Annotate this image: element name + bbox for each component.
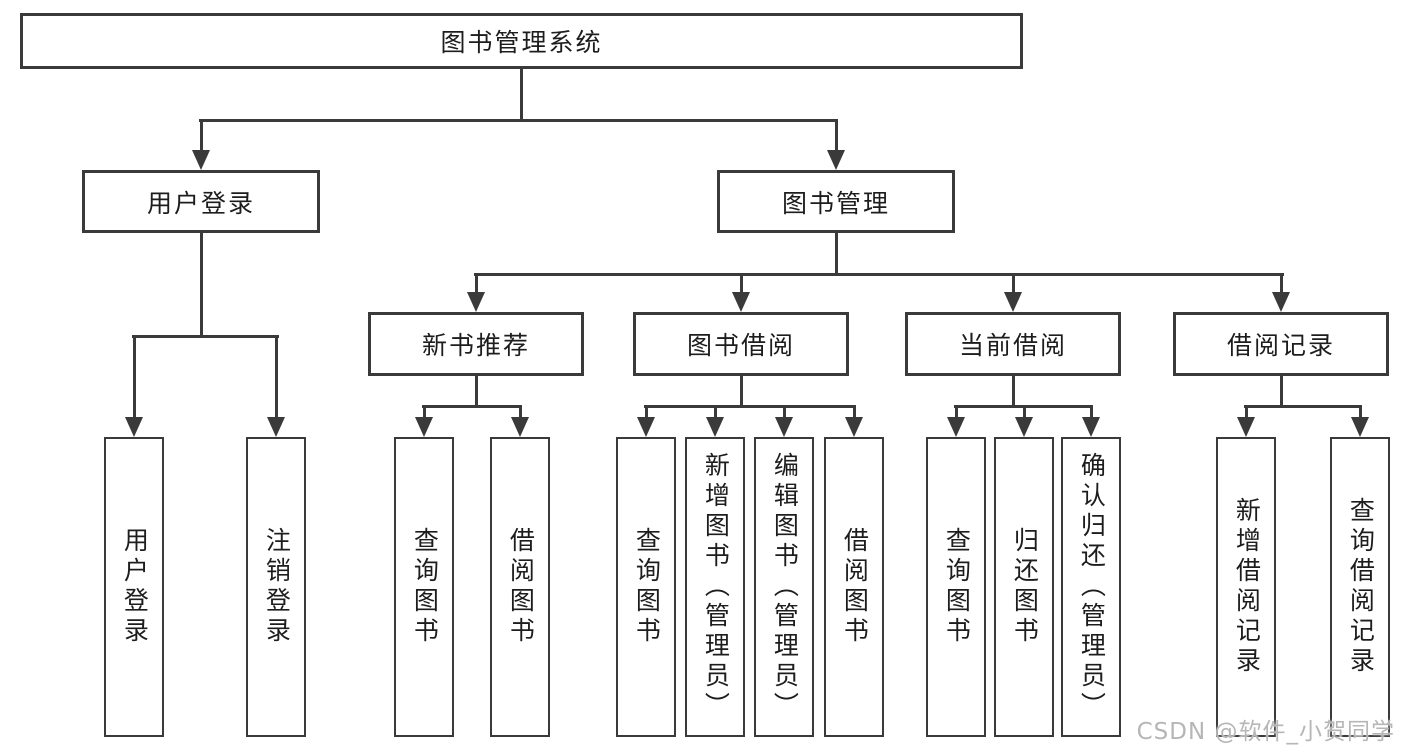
arrowhead-br-query-icon — [1351, 417, 1369, 437]
arrowhead-borrow-record-icon — [1272, 292, 1290, 312]
connector-arrow-bb-edit-shaft — [783, 405, 786, 419]
connector-arrow-leaf-login-shaft — [133, 335, 136, 419]
arrowhead-bb-query-icon — [637, 417, 655, 437]
leaf-borrow-books-recommend-label: 借阅图书 — [506, 527, 536, 647]
connector-level2-rail — [199, 119, 838, 122]
connector-arrow-br-query-shaft — [1359, 405, 1362, 419]
leaf-query-books-current: 查询图书 — [926, 437, 986, 737]
connector-arrow-bb-borrow-shaft — [853, 405, 856, 419]
connector-current-borrow-stub — [1012, 376, 1015, 407]
csdn-watermark: CSDN @软件_小贺同学 — [1136, 719, 1395, 745]
leaf-query-borrow-record: 查询借阅记录 — [1330, 437, 1390, 737]
connector-arrow-br-add-shaft — [1245, 405, 1248, 419]
node-book-management-label: 图书管理 — [781, 188, 890, 218]
node-root-system-label: 图书管理系统 — [440, 28, 603, 57]
arrowhead-book-mgmt-icon — [827, 150, 845, 170]
leaf-borrow-books-borrowing-label: 借阅图书 — [840, 527, 870, 647]
node-book-borrowing: 图书借阅 — [633, 312, 849, 376]
arrowhead-bb-borrow-icon — [845, 417, 863, 437]
connector-root-stub — [520, 68, 523, 120]
leaf-edit-book-admin: 编辑图书（管理员） — [754, 437, 814, 737]
leaf-query-books-recommend-label: 查询图书 — [410, 527, 440, 647]
leaf-query-books-borrowing-label: 查询图书 — [632, 527, 662, 647]
arrowhead-nb-borrow-icon — [511, 417, 529, 437]
leaf-add-book-admin-label: 新增图书（管理员） — [701, 452, 731, 722]
connector-borrow-record-rail — [1244, 405, 1362, 408]
arrowhead-leaf-login-icon — [125, 417, 143, 437]
connector-arrow-leaf-logout-shaft — [275, 335, 278, 419]
arrowhead-nb-query-icon — [415, 417, 433, 437]
leaf-query-books-recommend: 查询图书 — [394, 437, 454, 737]
arrowhead-cb-query-icon — [947, 417, 965, 437]
node-book-borrowing-label: 图书借阅 — [686, 331, 795, 360]
connector-arrow-new-book-shaft — [475, 273, 478, 294]
arrowhead-leaf-logout-icon — [267, 417, 285, 437]
connector-new-book-stub — [475, 376, 478, 407]
connector-arrow-book-mgmt-shaft — [835, 119, 838, 152]
connector-arrow-bb-query-shaft — [645, 405, 648, 419]
leaf-edit-book-admin-label: 编辑图书（管理员） — [770, 452, 800, 722]
arrowhead-cb-confirm-icon — [1082, 417, 1100, 437]
connector-arrow-cb-confirm-shaft — [1090, 405, 1093, 419]
node-borrowing-records-label: 借阅记录 — [1226, 331, 1335, 360]
connector-arrow-cb-return-shaft — [1023, 405, 1026, 419]
leaf-user-login-label: 用户登录 — [120, 527, 150, 647]
connector-arrow-cb-query-shaft — [955, 405, 958, 419]
connector-arrow-current-borrow-shaft — [1012, 273, 1015, 294]
arrowhead-new-book-icon — [467, 292, 485, 312]
leaf-logout-label: 注销登录 — [262, 527, 292, 647]
arrowhead-bb-edit-icon — [775, 417, 793, 437]
leaf-query-borrow-record-label: 查询借阅记录 — [1346, 497, 1376, 677]
connector-book-borrow-rail — [644, 405, 856, 408]
leaf-return-books-label: 归还图书 — [1010, 527, 1040, 647]
leaf-query-books-borrowing: 查询图书 — [616, 437, 676, 737]
leaf-borrow-books-recommend: 借阅图书 — [490, 437, 550, 737]
leaf-query-books-current-label: 查询图书 — [942, 527, 972, 647]
connector-arrow-borrow-record-shaft — [1280, 273, 1283, 294]
connector-arrow-bb-add-shaft — [714, 405, 717, 419]
node-new-book-recommend: 新书推荐 — [368, 312, 584, 376]
node-current-borrowing-label: 当前借阅 — [958, 331, 1067, 360]
connector-new-book-rail — [422, 405, 522, 408]
leaf-add-book-admin: 新增图书（管理员） — [685, 437, 745, 737]
connector-arrow-nb-query-shaft — [423, 405, 426, 419]
arrowhead-cb-return-icon — [1015, 417, 1033, 437]
leaf-confirm-return-admin: 确认归还（管理员） — [1061, 437, 1121, 737]
connector-arrow-nb-borrow-shaft — [519, 405, 522, 419]
leaf-confirm-return-admin-label: 确认归还（管理员） — [1077, 452, 1107, 722]
arrowhead-current-borrow-icon — [1004, 292, 1022, 312]
leaf-logout: 注销登录 — [246, 437, 306, 737]
connector-level3-rail — [474, 273, 1284, 276]
arrowhead-br-add-icon — [1237, 417, 1255, 437]
node-user-login-label: 用户登录 — [146, 188, 255, 218]
node-borrowing-records: 借阅记录 — [1173, 312, 1389, 376]
leaf-user-login: 用户登录 — [104, 437, 164, 737]
arrowhead-book-borrow-icon — [732, 292, 750, 312]
leaf-return-books: 归还图书 — [994, 437, 1054, 737]
leaf-add-borrow-record: 新增借阅记录 — [1216, 437, 1276, 737]
leaf-add-borrow-record-label: 新增借阅记录 — [1232, 497, 1262, 677]
leaf-borrow-books-borrowing: 借阅图书 — [824, 437, 884, 737]
node-current-borrowing: 当前借阅 — [905, 312, 1121, 376]
connector-borrow-record-stub — [1280, 376, 1283, 407]
connector-book-mgmt-stub — [835, 233, 838, 275]
connector-arrow-user-login-shaft — [200, 119, 203, 152]
arrowhead-user-login-icon — [192, 150, 210, 170]
connector-arrow-book-borrow-shaft — [740, 273, 743, 294]
arrowhead-bb-add-icon — [706, 417, 724, 437]
node-new-book-recommend-label: 新书推荐 — [421, 331, 530, 360]
node-root-system: 图书管理系统 — [20, 13, 1023, 69]
connector-book-borrow-stub — [740, 376, 743, 407]
connector-user-login-rail — [132, 335, 279, 338]
node-book-management: 图书管理 — [717, 170, 955, 233]
connector-user-login-stub — [200, 233, 203, 337]
node-user-login: 用户登录 — [82, 170, 320, 233]
